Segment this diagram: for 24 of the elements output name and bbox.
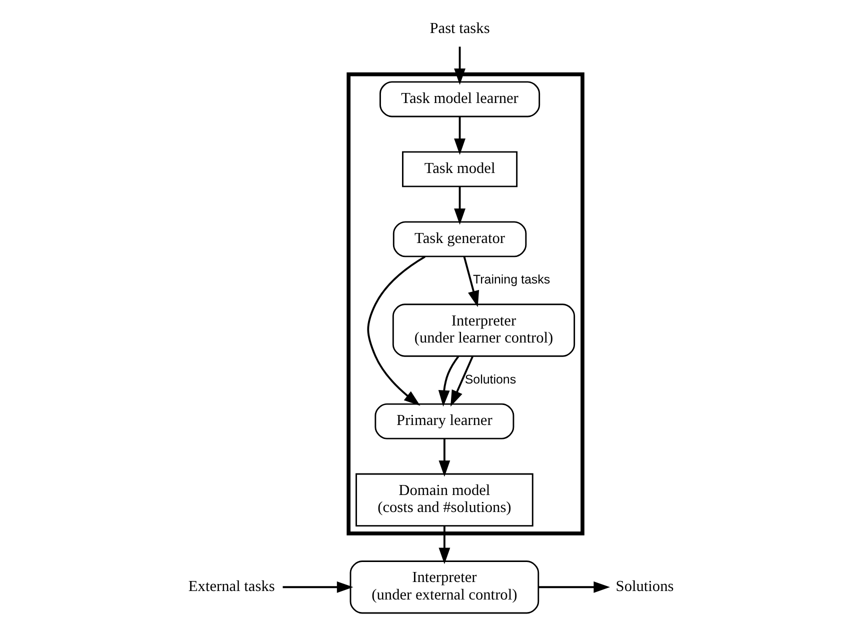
edge-label: Training tasks — [473, 272, 550, 287]
node-box: Domain model (costs and #solutions) — [356, 473, 534, 526]
node-box: Task model learner — [380, 81, 540, 118]
node-box: Primary learner — [374, 403, 514, 440]
arrow — [538, 581, 610, 593]
arrow — [454, 46, 466, 85]
node-box: Interpreter (under learner control) — [392, 304, 576, 357]
node-box: Task model — [402, 151, 518, 188]
node-text: Solutions — [616, 578, 674, 595]
node-text: External tasks — [188, 578, 275, 595]
arrow — [454, 186, 466, 225]
arrow — [438, 526, 450, 564]
node-box: Task generator — [392, 221, 527, 258]
arrow — [450, 356, 474, 407]
arrow — [438, 356, 460, 407]
arrow — [438, 438, 450, 477]
node-box: Interpreter (under external control) — [350, 560, 540, 614]
edge-label: Solutions — [464, 372, 516, 386]
arrow — [463, 256, 480, 308]
arrow — [454, 116, 466, 155]
arrow — [367, 256, 426, 406]
arrow — [282, 581, 354, 593]
node-text: Past tasks — [430, 20, 490, 37]
cluster — [346, 72, 584, 536]
